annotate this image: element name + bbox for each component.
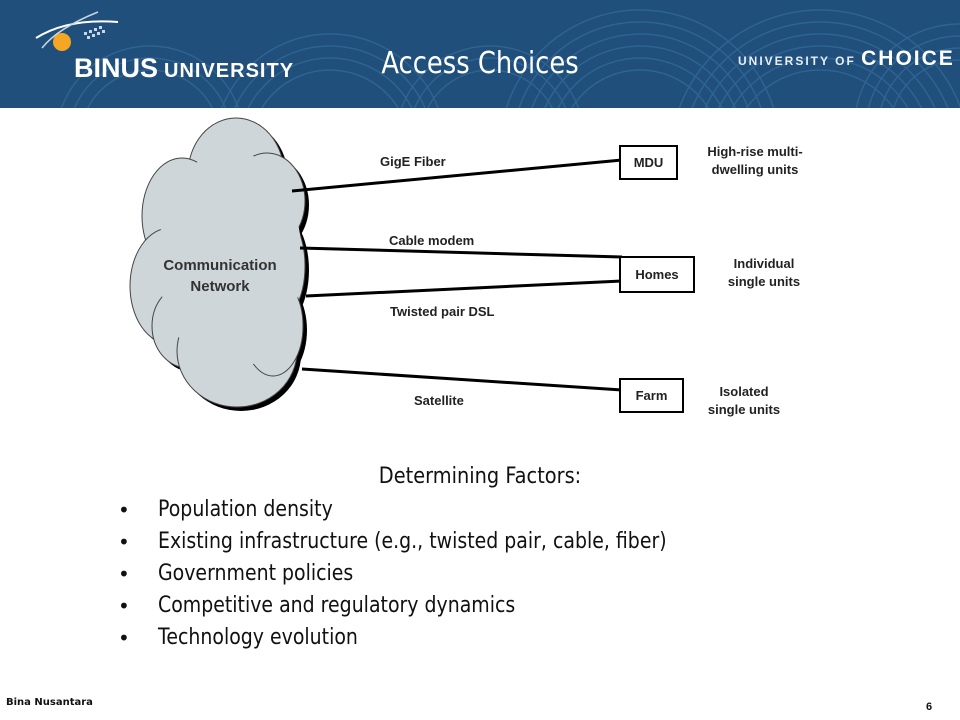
box-farm: Farm — [619, 378, 684, 413]
tagline: UNIVERSITY OF CHOICE — [738, 47, 955, 71]
desc-farm-line1: Isolated — [719, 384, 769, 399]
bullet-icon: • — [118, 594, 130, 618]
label-satellite: Satellite — [414, 393, 464, 408]
factors-title: Determining Factors: — [378, 464, 582, 489]
footer-institution: Bina Nusantara — [6, 697, 93, 708]
desc-homes-line1: Individual — [733, 256, 795, 271]
desc-homes-line2: single units — [727, 274, 801, 289]
list-item: • Technology evolution — [118, 622, 749, 654]
bullet-icon: • — [118, 498, 130, 522]
page-title-text: Access Choices — [381, 46, 579, 81]
connection-line-dsl — [305, 279, 623, 298]
page-number: 6 — [926, 701, 933, 713]
list-item: • Government policies — [118, 558, 749, 590]
header-pattern — [60, 9, 960, 108]
connection-line-gige-fiber — [291, 158, 623, 193]
label-cable-modem: Cable modem — [389, 233, 475, 248]
box-mdu: MDU — [619, 145, 678, 180]
desc-farm: Isolated single units — [690, 383, 798, 419]
logo-text: BINUS — [74, 53, 159, 83]
cloud-label-line2: Network — [190, 278, 250, 295]
tagline-choice: CHOICE — [861, 47, 955, 70]
tagline-prefix: UNIVERSITY OF — [738, 54, 856, 68]
list-item: • Existing infrastructure (e.g., twisted … — [118, 526, 749, 558]
network-diagram — [129, 117, 623, 411]
logo-suffix: UNIVERSITY — [164, 60, 295, 82]
page-title: Access Choices — [67, 46, 893, 81]
box-homes: Homes — [619, 256, 695, 293]
desc-farm-line2: single units — [707, 402, 781, 417]
factor-text: Competitive and regulatory dynamics — [158, 593, 516, 618]
list-item: • Population density — [118, 494, 749, 526]
desc-mdu: High-rise multi- dwelling units — [690, 143, 820, 179]
factor-text: Population density — [158, 497, 333, 522]
desc-mdu-line2: dwelling units — [711, 162, 799, 177]
cloud-fill — [158, 150, 302, 370]
factors-list: • Population density • Existing infrastruc… — [118, 494, 749, 654]
desc-mdu-line1: High-rise multi- — [707, 144, 803, 159]
bullet-icon: • — [118, 530, 130, 554]
bullet-icon: • — [118, 562, 130, 586]
cloud-label: Communication Network — [140, 255, 300, 297]
connection-line-cable-modem — [299, 246, 623, 259]
list-item: • Competitive and regulatory dynamics — [118, 590, 749, 622]
factor-text: Government policies — [158, 561, 354, 586]
bullet-icon: • — [118, 626, 130, 650]
label-twisted-pair-dsl: Twisted pair DSL — [390, 304, 495, 319]
factor-text: Existing infrastructure (e.g., twisted p… — [158, 529, 667, 554]
binus-logo-icon — [35, 11, 119, 51]
cloud-label-line1: Communication — [163, 257, 277, 274]
factor-text: Technology evolution — [158, 625, 358, 650]
desc-homes: Individual single units — [700, 255, 828, 291]
connection-line-satellite — [301, 367, 623, 392]
label-gige-fiber: GigE Fiber — [380, 154, 446, 169]
